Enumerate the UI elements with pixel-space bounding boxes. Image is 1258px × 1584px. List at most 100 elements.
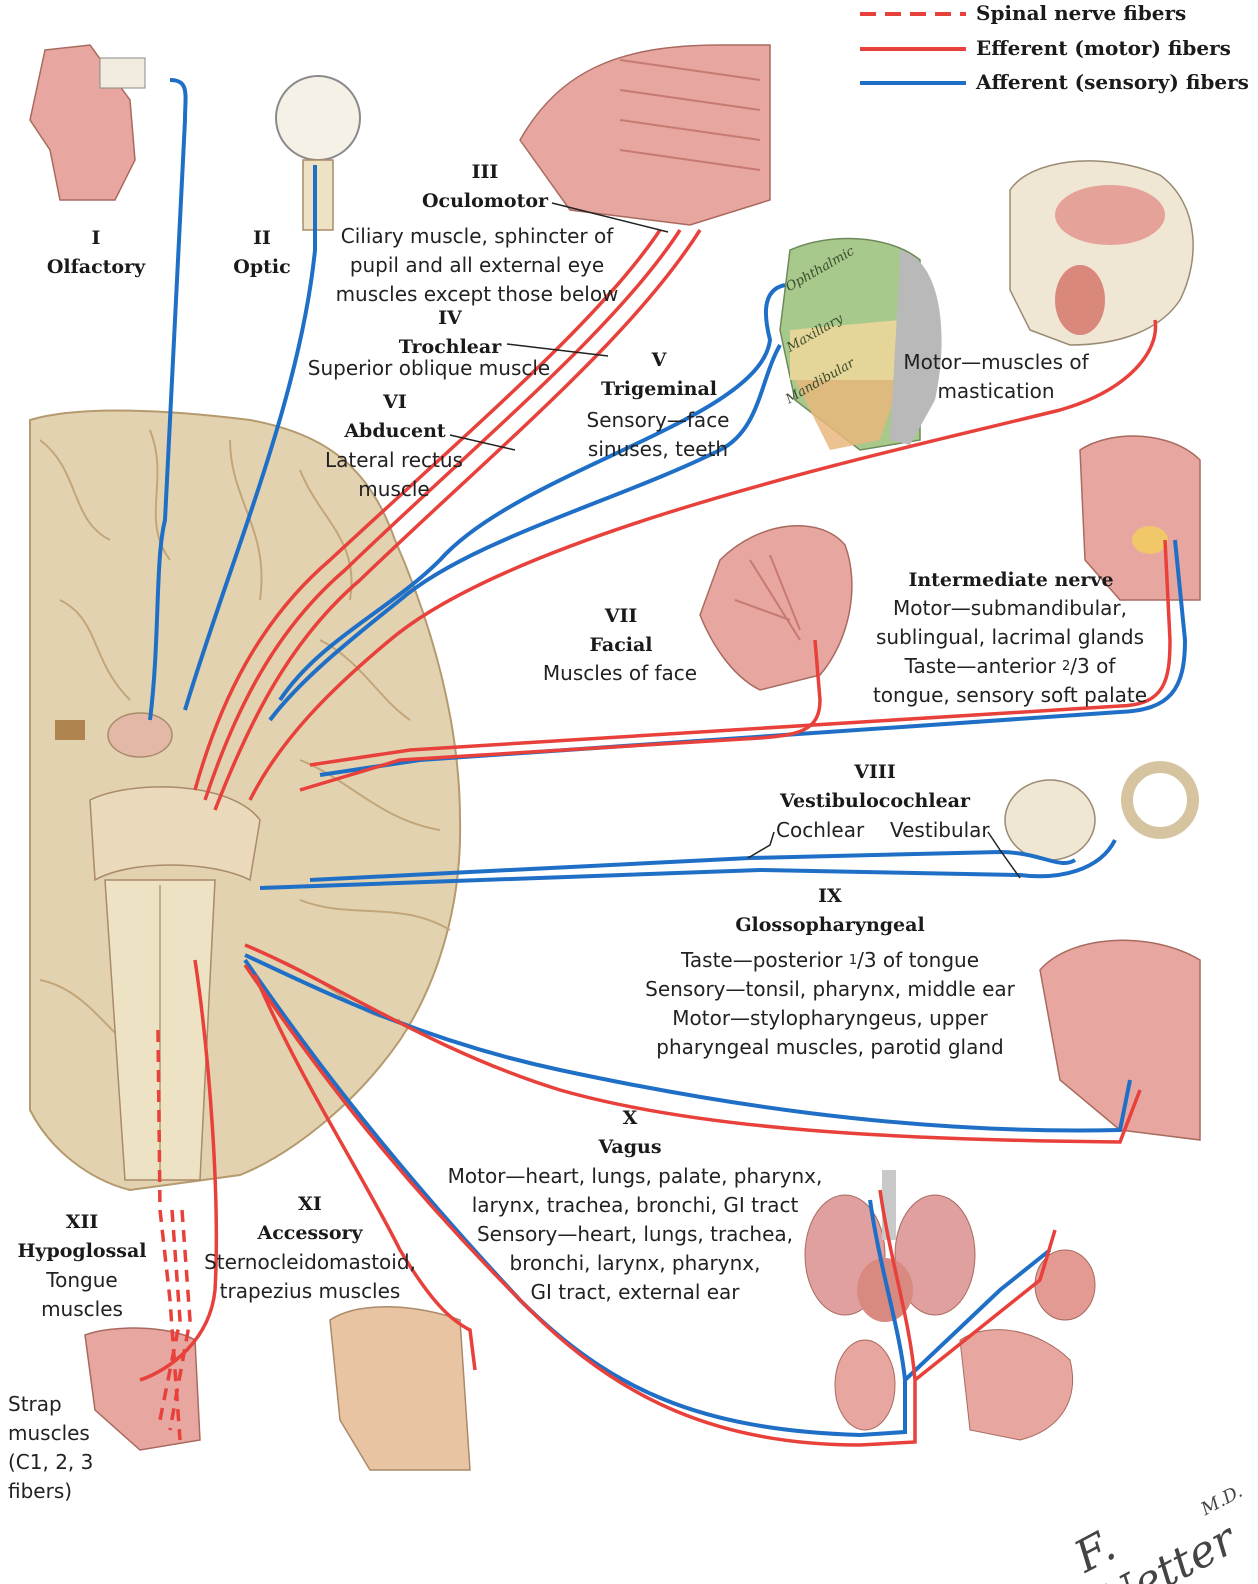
nerve-number: I [91,227,101,249]
bone-fragment [55,720,85,740]
nerve-label-olfactory: I Olfactory [36,224,156,282]
nerve-label-glossopharyngeal: IX Glossopharyngeal [735,882,925,940]
pharynx-illustration [1039,939,1201,1141]
nerve-name: Intermediate nerve [908,569,1114,591]
nerve-name: Trochlear [398,336,502,358]
facial-muscles-illustration [699,525,853,691]
spinal-fiber-2 [158,1209,182,1421]
glossopharyngeal-description: Taste—posterior 1/3 of tongue Sensory—to… [626,946,1034,1062]
nerve-name: Facial [589,634,653,656]
pituitary [107,712,173,758]
description-part: Taste—anterior [904,654,1062,678]
leader-abducent [449,434,516,451]
nerve-label-optic: II Optic [222,224,302,282]
intermediate-nerve-label: Intermediate nerve [866,566,1156,595]
skull-illustration [1009,160,1194,346]
vestibular-label: Vestibular [890,818,990,842]
glossopharyngeal-sensory [244,953,1132,1133]
description-line: Motor—submandibular, [892,596,1127,620]
description-line: trapezius muscles [219,1279,401,1303]
oculomotor-fiber [193,229,662,791]
eye-illustration [275,75,361,231]
legend-samples [860,12,966,85]
legend-efferent-label: Efferent (motor) fibers [976,36,1231,60]
facial-motor [299,639,822,792]
vestibular-fiber [259,839,1117,890]
description-line: muscles [8,1421,90,1445]
trigeminal-sensory-1 [278,283,786,702]
trigeminal-motor [248,319,1158,801]
description-line: Sternocleidomastoid, [204,1250,416,1274]
description-line: muscles except those below [335,282,619,306]
neck-accessory [329,1306,471,1471]
facial-description: Muscles of face [530,659,710,688]
nerve-label-vestibulocochlear: VIII Vestibulocochlear [760,758,990,816]
pons [89,786,261,882]
description-line: Motor—heart, lungs, palate, pharynx, [447,1164,823,1188]
leader-oculomotor [551,202,669,233]
nerve-label-abducent: VI Abducent [330,388,460,446]
nerve-number: VIII [854,761,896,783]
abducent-description: Lateral rectus muscle [316,446,472,504]
nerve-label-trigeminal: V Trigeminal [585,346,733,404]
fraction-numerator: 2 [1062,659,1071,674]
nerve-number: II [253,227,271,249]
spinal-fiber-3 [168,1209,192,1431]
intermediate-motor [309,539,1172,767]
description-line: Strap [8,1392,62,1416]
description-line: Sensory—face [586,408,730,432]
description-line: sinuses, teeth [587,437,729,461]
spinal-fibers [156,1029,192,1441]
nose-illustration [29,44,146,201]
olfactory-fiber [148,78,188,721]
hypoglossal-fiber [139,959,219,1382]
nerve-number: V [651,349,667,371]
nerve-number: III [471,161,499,183]
nerve-number: IV [438,307,462,329]
nerve-label-hypoglossal: XII Hypoglossal [14,1208,150,1266]
nerve-name: Abducent [344,420,446,442]
accessory-fiber [253,974,477,1371]
vagus-motor [243,964,1057,1447]
description-line: (C1, 2, 3 [8,1450,94,1474]
thoracic-organs-illustration [804,1170,1096,1441]
afferent-fibers [148,78,1188,1438]
neck-illustrations [84,1306,471,1471]
nerve-name: Vestibulocochlear [779,790,971,812]
description-line: Superior oblique muscle [307,356,551,380]
description-part: /3 of tongue [857,948,979,972]
description-line: mastication [937,379,1055,403]
leader-trochlear [506,343,609,357]
face-trigeminal-illustration [779,237,942,451]
nerve-number: IX [818,885,842,907]
description-line: bronchi, larynx, pharynx, [509,1251,761,1275]
intermediate-description: Motor—submandibular, sublingual, lacrima… [862,594,1158,710]
vagus-description: Motor—heart, lungs, palate, pharynx, lar… [430,1162,840,1307]
nerve-number: VII [604,605,638,627]
brain-base [29,409,462,1192]
oculomotor-description: Ciliary muscle, sphincter of pupil and a… [322,222,632,309]
description-line: Motor—stylopharyngeus, upper [672,1006,988,1030]
description-line: muscle [358,477,430,501]
trigeminal-sensory-description: Sensory—face sinuses, teeth [575,406,741,464]
description-line: tongue, sensory soft palate [872,683,1148,707]
nerve-name: Olfactory [46,256,146,278]
description-line: Taste—posterior 1/3 of tongue [626,946,1034,975]
nerve-label-vagus: X Vagus [585,1104,675,1162]
legend-afferent-label: Afferent (sensory) fibers [976,70,1249,94]
legend-spinal-label: Spinal nerve fibers [976,1,1187,25]
description-part: Taste—posterior [681,948,849,972]
description-line: Tongue [46,1268,118,1292]
description-line: muscles [41,1297,123,1321]
nerve-name: Accessory [257,1222,363,1244]
vagus-sensory [243,958,1052,1438]
description-line: GI tract, external ear [530,1280,740,1304]
nerve-name: Optic [233,256,291,278]
nerve-name: Hypoglossal [17,1240,147,1262]
glossopharyngeal-motor [244,943,1142,1144]
hypoglossal-description: Tongue muscles [22,1266,142,1324]
description-line: pupil and all external eye [349,253,605,277]
nerve-name: Glossopharyngeal [735,914,925,936]
nerve-label-facial: VII Facial [566,602,676,660]
